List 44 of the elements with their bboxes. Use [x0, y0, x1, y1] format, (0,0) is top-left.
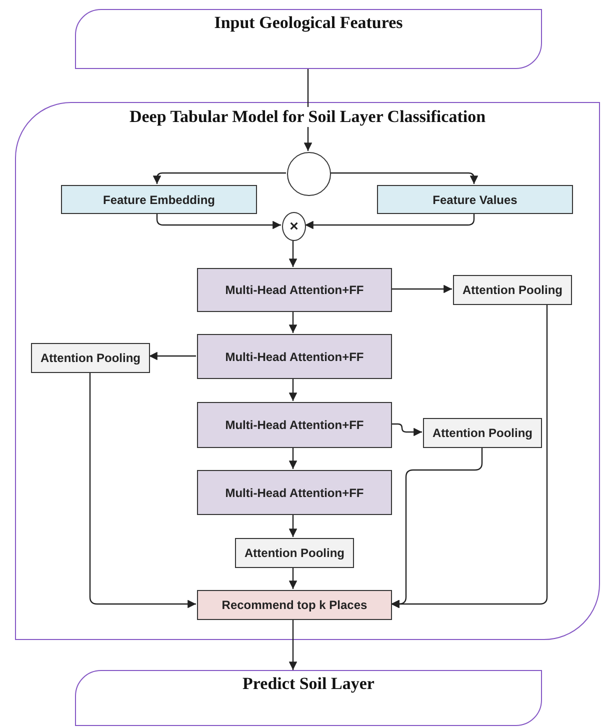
block-label: Multi-Head Attention+FF: [225, 419, 364, 431]
arrow: [89, 372, 196, 608]
arrow: [330, 172, 478, 184]
arrow: [288, 447, 298, 469]
attention-block: [197, 402, 392, 448]
pooling-block: [31, 343, 150, 373]
arrow: [304, 69, 312, 151]
output-block: [197, 590, 392, 620]
block-label: Attention Pooling: [462, 284, 562, 296]
arrow: [288, 514, 298, 537]
block-label: Attention Pooling: [244, 547, 344, 559]
attention-block: [197, 334, 392, 379]
arrow: [391, 284, 452, 294]
input-block: [61, 185, 257, 214]
arrow: [288, 619, 298, 670]
block-label: Multi-Head Attention+FF: [225, 350, 364, 362]
block-label: Feature Values: [432, 194, 518, 206]
stage-box: [75, 9, 542, 69]
block-label: Multi-Head Attention+FF: [225, 284, 364, 296]
multiply-sign: ×: [290, 219, 298, 234]
arrow: [391, 423, 422, 436]
multiply-node: [282, 212, 306, 241]
block-label: Attention Pooling: [40, 352, 140, 364]
block-label: Attention Pooling: [432, 427, 532, 439]
block-label: Feature Embedding: [102, 194, 215, 206]
model-panel: [15, 102, 600, 640]
block-label: Multi-Head Attention+FF: [225, 486, 364, 498]
block-label: Recommend top k Places: [222, 599, 368, 611]
stage-box: [75, 670, 542, 726]
arrow: [288, 378, 298, 401]
pooling-block: [235, 538, 354, 568]
attention-block: [197, 470, 392, 515]
attention-block: [197, 268, 392, 312]
arrow: [149, 352, 196, 360]
pooling-block: [423, 418, 542, 448]
arrow: [391, 304, 548, 608]
arrow: [152, 172, 286, 184]
pooling-block: [453, 275, 572, 305]
split-node: [287, 152, 331, 196]
heading: Predict Soil Layer: [240, 674, 378, 694]
input-block: [377, 185, 573, 214]
arrow: [288, 240, 298, 267]
arrow: [288, 567, 298, 589]
arrow: [288, 311, 298, 333]
